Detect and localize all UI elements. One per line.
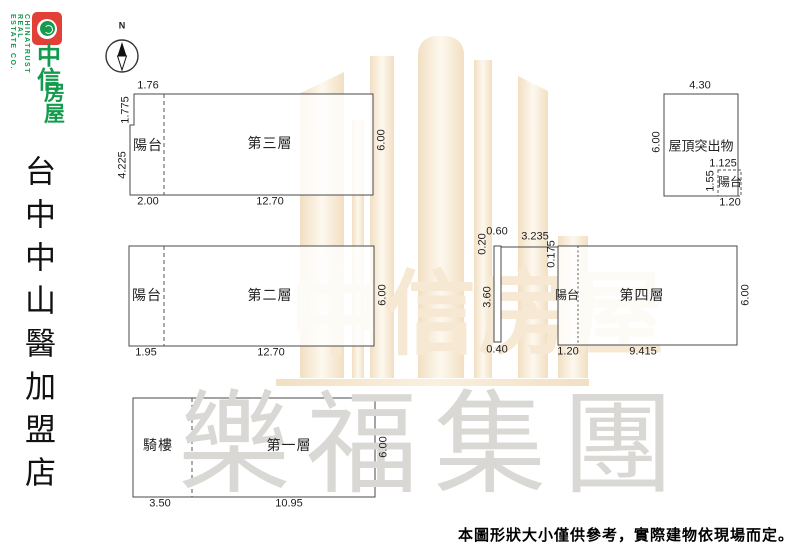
- floor2-dim-right: 6.00: [376, 284, 389, 306]
- floor3-dim-right: 6.00: [375, 129, 388, 151]
- floor4-outline: [557, 245, 738, 346]
- stair-dim-left: 3.60: [481, 286, 494, 308]
- compass-icon: N: [100, 20, 144, 83]
- floor3-outline: [129, 93, 374, 196]
- floor3-dim-bottom-left: 2.00: [137, 195, 159, 208]
- stair-dim-bottom: 0.40: [486, 343, 508, 356]
- stair-dim-top: 0.60: [486, 225, 508, 238]
- floor4-name: 第四層: [619, 289, 665, 304]
- watermark-column: [474, 60, 492, 378]
- floor1-outline: [132, 397, 376, 498]
- floor1-dim-bottom-left: 3.50: [149, 497, 171, 510]
- floor4-dim-bottom-main: 9.415: [629, 345, 657, 358]
- floor3-dim-left-upper: 1.775: [119, 96, 132, 124]
- floor2-outline: [128, 245, 375, 347]
- roof-dim-balcony-height: 1.55: [704, 170, 717, 192]
- roof-balcony-label: 陽台: [717, 175, 743, 189]
- roof-outline: [663, 93, 739, 197]
- disclaimer-text: 本圖形狀大小僅供參考，實際建物依現場而定。: [457, 528, 794, 544]
- logo-char-bottom: 房屋: [44, 82, 66, 126]
- floor3-dim-top: 1.76: [137, 79, 159, 92]
- floor1-name: 第一層: [266, 439, 312, 454]
- floor4-dim-right: 6.00: [739, 284, 752, 306]
- floor3-name: 第三層: [247, 137, 293, 152]
- floor2-balcony-label: 陽台: [132, 289, 162, 304]
- floor4-dim-bottom-left: 1.20: [557, 345, 579, 358]
- floor2-dim-bottom-main: 12.70: [257, 346, 285, 359]
- floor1-dim-right: 6.00: [377, 436, 390, 458]
- logo-core: [39, 21, 55, 36]
- floor3-dim-left-lower: 4.225: [116, 151, 129, 179]
- stair-dim-right: 0.175: [545, 240, 558, 268]
- compass-north-label: N: [118, 20, 126, 31]
- roof-dim-balcony-width: 1.125: [709, 157, 737, 170]
- compass-needle-north: [117, 42, 127, 56]
- logo-flower-icon: [32, 12, 62, 45]
- compass-graphic: [105, 39, 139, 73]
- watermark-column: [518, 76, 548, 378]
- watermark-group-text: 樂福集團: [178, 384, 690, 508]
- compass-circle: [105, 39, 139, 73]
- logo-char-top: 中: [37, 43, 61, 70]
- floor2-dim-bottom-left: 1.95: [135, 346, 157, 359]
- stair-dim-connector: 3.235: [521, 230, 549, 243]
- roof-dim-left: 6.00: [650, 131, 663, 153]
- floor3-balcony-label: 陽台: [133, 139, 163, 154]
- store-name-vertical: 台中中山醫加盟店: [20, 155, 55, 499]
- stair-column-outline: [493, 245, 502, 343]
- floor3-dim-bottom-main: 12.70: [256, 195, 284, 208]
- roof-name: 屋頂突出物: [668, 138, 734, 154]
- floor2-name: 第二層: [247, 289, 293, 304]
- logo-ring: [37, 18, 57, 39]
- roof-balcony-outline: [717, 169, 742, 197]
- watermark-column: [418, 36, 464, 378]
- roof-dim-top: 4.30: [689, 79, 711, 92]
- logo-char-mid: 信: [37, 67, 61, 94]
- logo-company-en: CHINATRUST REAL ESTATE CO.: [9, 14, 30, 74]
- roof-dim-balcony-bottom: 1.20: [719, 196, 741, 209]
- compass-needle-south: [116, 55, 128, 72]
- floor4-balcony-label: 陽台: [554, 288, 580, 302]
- floor1-dim-bottom-main: 10.95: [275, 497, 303, 510]
- floor1-arcade-label: 騎樓: [143, 439, 173, 454]
- watermark-base-bar: [276, 379, 589, 386]
- stair-dim-top-left: 0.20: [476, 233, 489, 255]
